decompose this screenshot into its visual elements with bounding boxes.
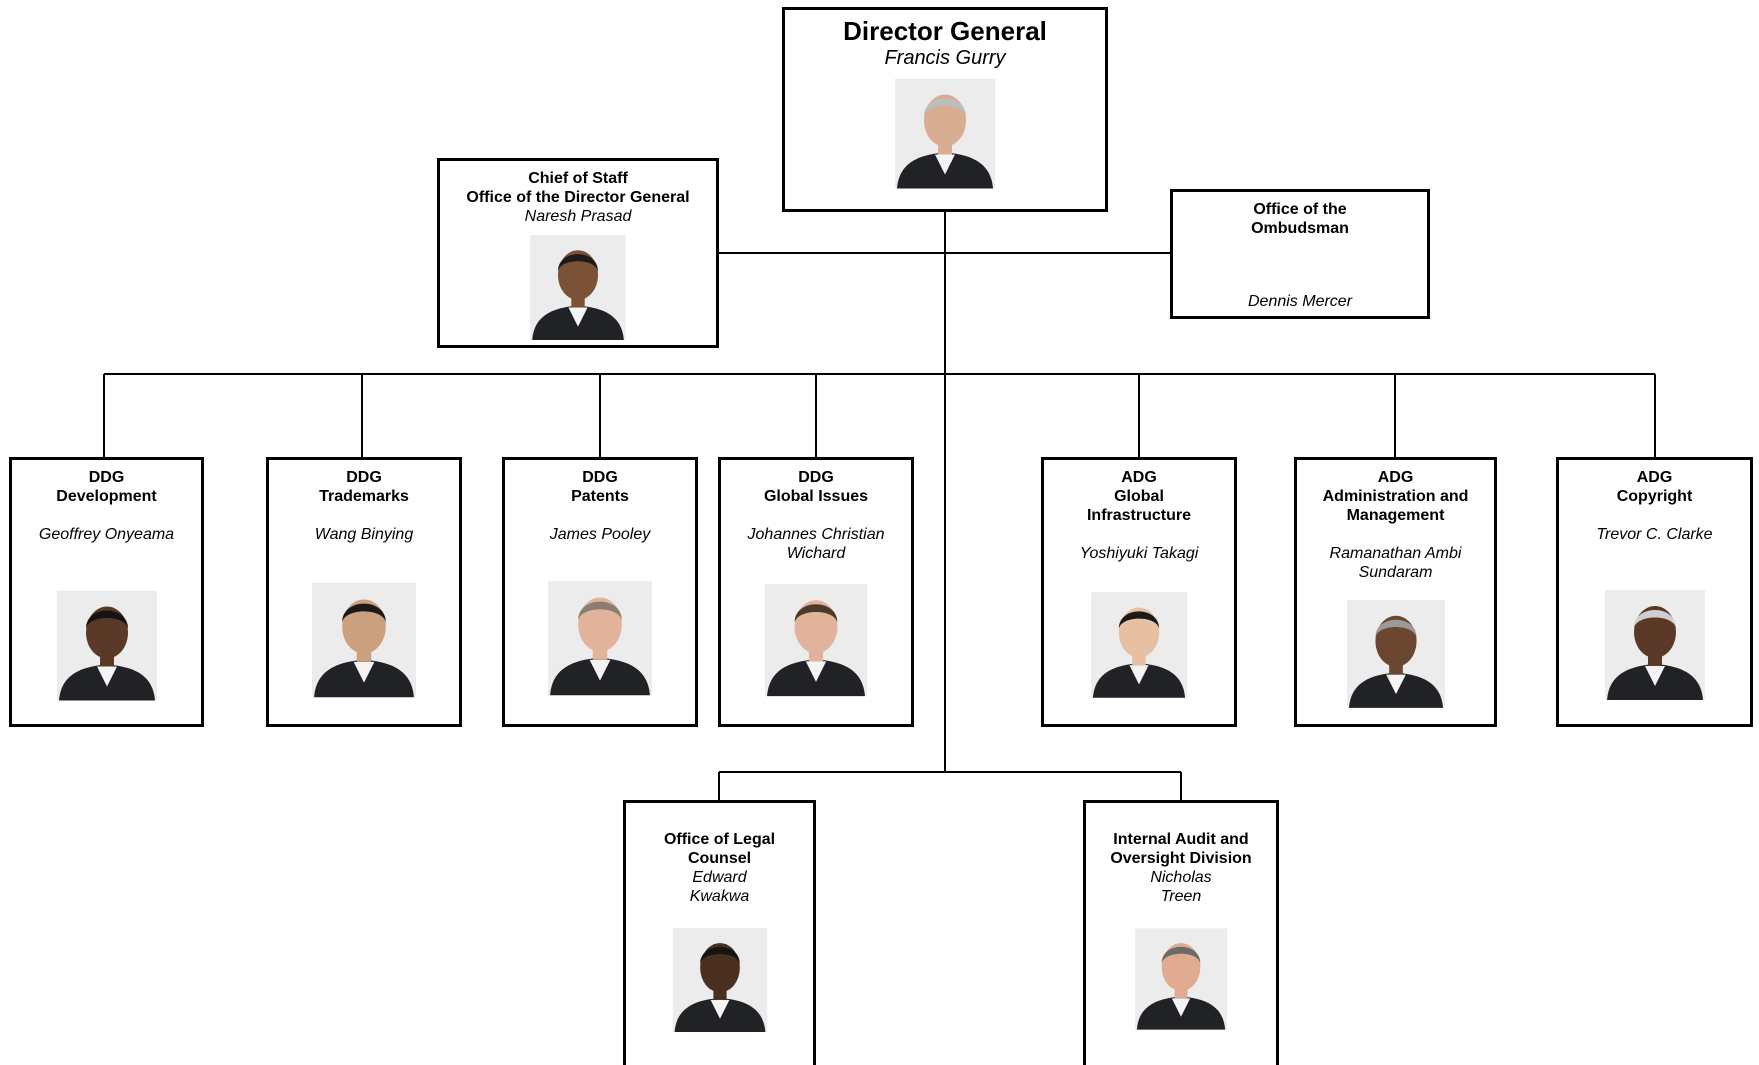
box-name: James Pooley xyxy=(549,526,651,543)
chief-of-staff-box: Chief of Staff Office of the Director Ge… xyxy=(437,158,719,348)
box-name: Geoffrey Onyeama xyxy=(38,526,175,543)
box-name: Francis Gurry xyxy=(884,47,1006,69)
box-name: Dennis Mercer xyxy=(1247,293,1353,310)
box-name: Edward Kwakwa xyxy=(689,869,750,905)
box-name: Trevor C. Clarke xyxy=(1596,526,1713,543)
box-title: DDG Global Issues xyxy=(763,469,869,505)
internal-audit-box: Internal Audit and Oversight Division Ni… xyxy=(1083,800,1279,1065)
unit-box-administration: ADG Administration and Management Ramana… xyxy=(1294,457,1497,727)
unit-box-patents: DDG Patents James Pooley xyxy=(502,457,698,727)
unit-box-global-issues: DDG Global Issues Johannes Christian Wic… xyxy=(718,457,914,727)
box-title: DDG Patents xyxy=(571,469,629,505)
box-title: ADG Administration and Management xyxy=(1322,469,1469,524)
box-title: DDG Development xyxy=(56,469,157,505)
portrait-photo xyxy=(56,588,157,703)
portrait-photo xyxy=(1346,600,1445,708)
box-title: Director General xyxy=(843,16,1047,46)
portrait-photo xyxy=(765,582,867,698)
box-title: ADG Copyright xyxy=(1616,469,1693,505)
unit-box-development: DDG Development Geoffrey Onyeama xyxy=(9,457,204,727)
portrait-photo xyxy=(312,580,416,700)
portrait-photo xyxy=(1091,590,1187,700)
portrait-photo xyxy=(530,235,626,340)
box-title: ADG Global Infrastructure xyxy=(1086,469,1192,524)
unit-box-copyright: ADG Copyright Trevor C. Clarke xyxy=(1556,457,1753,727)
box-name: Johannes Christian Wichard xyxy=(747,526,885,562)
portrait-photo xyxy=(672,928,768,1032)
portrait-photo xyxy=(1135,928,1227,1030)
box-title: Internal Audit and Oversight Division xyxy=(1110,831,1252,867)
box-title: Chief of Staff Office of the Director Ge… xyxy=(466,170,690,206)
ombudsman-box: Office of the Ombudsman Dennis Mercer xyxy=(1170,189,1430,319)
box-title: Office of the Ombudsman xyxy=(1251,201,1349,237)
unit-box-global-infrastructure: ADG Global Infrastructure Yoshiyuki Taka… xyxy=(1041,457,1237,727)
box-name: Nicholas Treen xyxy=(1150,869,1212,905)
director-general-box: Director General Francis Gurry xyxy=(782,7,1108,212)
box-name: Yoshiyuki Takagi xyxy=(1079,545,1199,562)
box-name: Ramanathan Ambi Sundaram xyxy=(1329,545,1462,581)
box-title: Office of Legal Counsel xyxy=(663,831,776,867)
box-name: Naresh Prasad xyxy=(524,208,632,225)
portrait-photo xyxy=(895,76,995,191)
portrait-photo xyxy=(548,578,652,698)
unit-box-trademarks: DDG Trademarks Wang Binying xyxy=(266,457,462,727)
portrait-photo xyxy=(1604,590,1705,700)
legal-counsel-box: Office of Legal Counsel Edward Kwakwa xyxy=(623,800,816,1065)
box-title: DDG Trademarks xyxy=(319,469,409,505)
box-name: Wang Binying xyxy=(314,526,414,543)
